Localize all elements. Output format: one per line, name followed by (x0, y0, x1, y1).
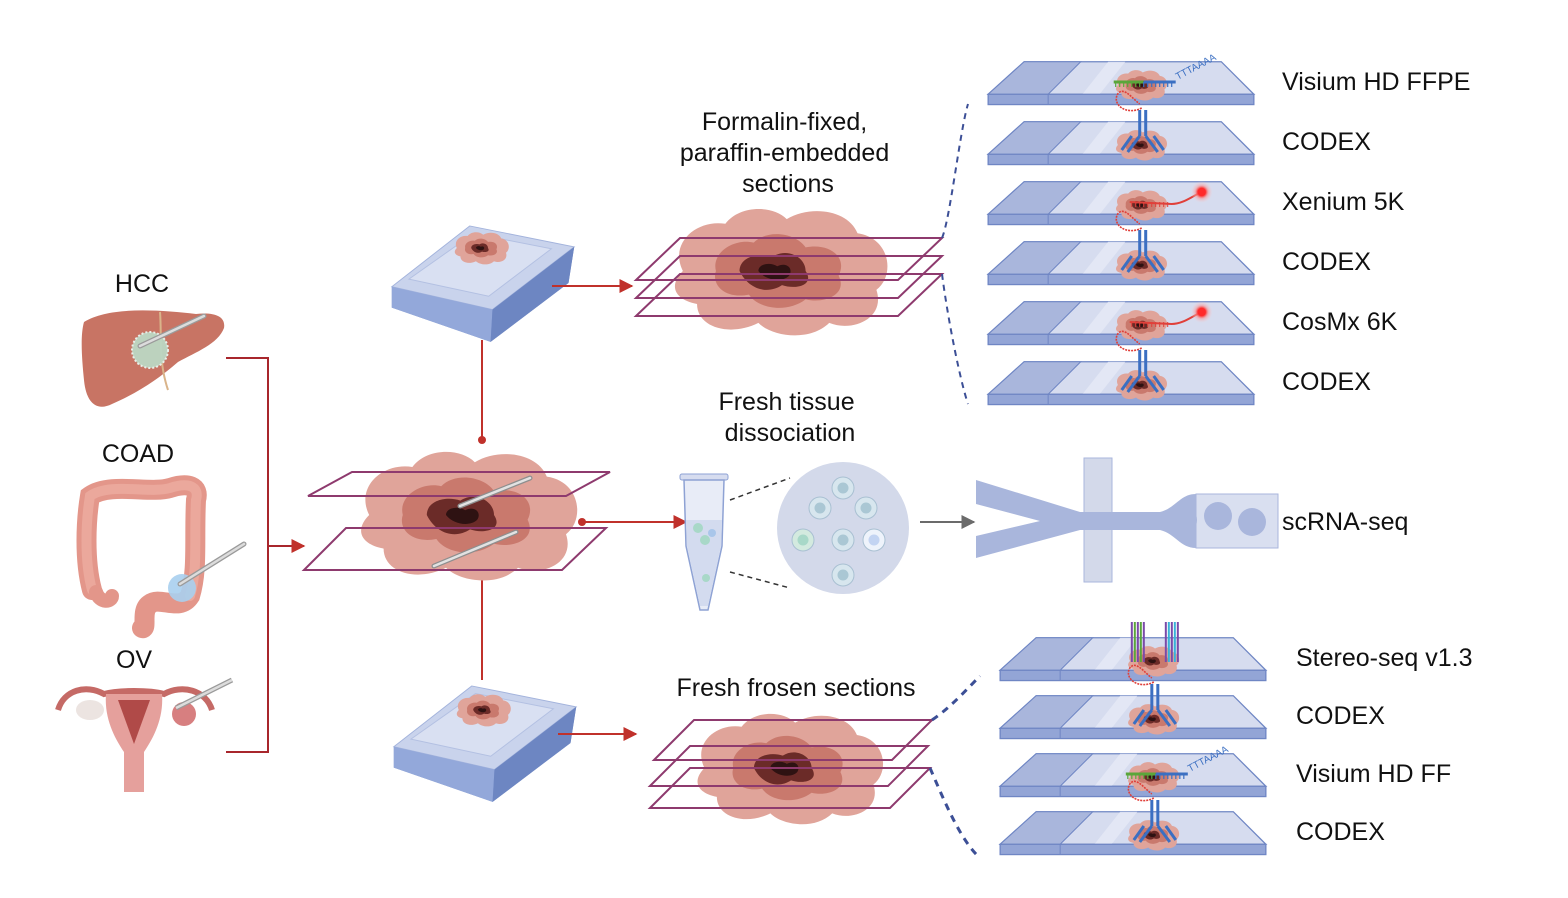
section-plane (301, 527, 609, 571)
assay-label: CODEX (1296, 702, 1385, 730)
assay-label: CosMx 6K (1282, 308, 1398, 336)
dashed-link (941, 103, 969, 239)
organ-bracket (226, 357, 269, 753)
frozen-sections: Fresh frosen sections (647, 674, 982, 860)
fluorescent-probe-icon (1129, 181, 1213, 207)
dashed-link (941, 273, 969, 405)
cell-icon (831, 476, 855, 500)
dissociation: Fresh tissue dissociation scRNA-seq (679, 388, 1408, 611)
assay-label: Visium HD FFPE (1282, 68, 1470, 96)
cell-icon (854, 496, 878, 520)
cancer-label-coad: COAD (102, 440, 174, 468)
ffpe-slide-5: CODEX (987, 329, 1371, 406)
colon-icon (76, 475, 247, 638)
frozen-slide-1: CODEX (999, 663, 1385, 740)
dissociation-label: Fresh tissue dissociation (718, 388, 861, 447)
frozen-slide-3: CODEX (999, 779, 1385, 856)
assay-label: CODEX (1282, 368, 1371, 396)
uterus-ovary-icon (55, 677, 234, 792)
cell-icon (791, 528, 815, 552)
frozen-label: Fresh frosen sections (677, 674, 916, 702)
microfluidic-chip-icon (976, 457, 1279, 583)
cell-icon (862, 528, 886, 552)
assay-label: Visium HD FF (1296, 760, 1451, 788)
fluorescent-probe-icon (1129, 301, 1213, 327)
assay-label: CODEX (1282, 248, 1371, 276)
tube-icon (679, 473, 729, 611)
cancer-label-hcc: HCC (115, 270, 169, 298)
cell-icon (831, 563, 855, 587)
cancer-label-ov: OV (116, 646, 152, 674)
assay-label-scrnaseq: scRNA-seq (1282, 508, 1408, 536)
assay-label: Xenium 5K (1282, 188, 1405, 216)
ffpe-sections: Formalin-fixed, paraffin-embedded sectio… (633, 103, 969, 405)
frozen-slide-0: Stereo-seq v1.3 (999, 622, 1473, 682)
ffpe-slide-1: CODEX (987, 89, 1371, 166)
ffpe-slide-3: CODEX (987, 209, 1371, 286)
assay-label: Stereo-seq v1.3 (1296, 644, 1473, 672)
cancer-types-column: HCC COAD OV (55, 270, 306, 792)
assay-label: CODEX (1296, 818, 1385, 846)
ffpe-slide-4: CosMx 6K (987, 300, 1398, 346)
dna-nanoball-icon (1130, 622, 1179, 662)
cell-icon (831, 528, 855, 552)
cell-icons (791, 476, 886, 587)
cell-icon (808, 496, 832, 520)
ffpe-slide-2: Xenium 5K (987, 180, 1405, 226)
ffpe-label: Formalin-fixed, paraffin-embedded sectio… (680, 108, 896, 198)
liver-icon (81, 310, 225, 407)
assay-label: CODEX (1282, 128, 1371, 156)
tumor-sampling (301, 225, 688, 803)
cell-zoom-circle (777, 462, 909, 594)
